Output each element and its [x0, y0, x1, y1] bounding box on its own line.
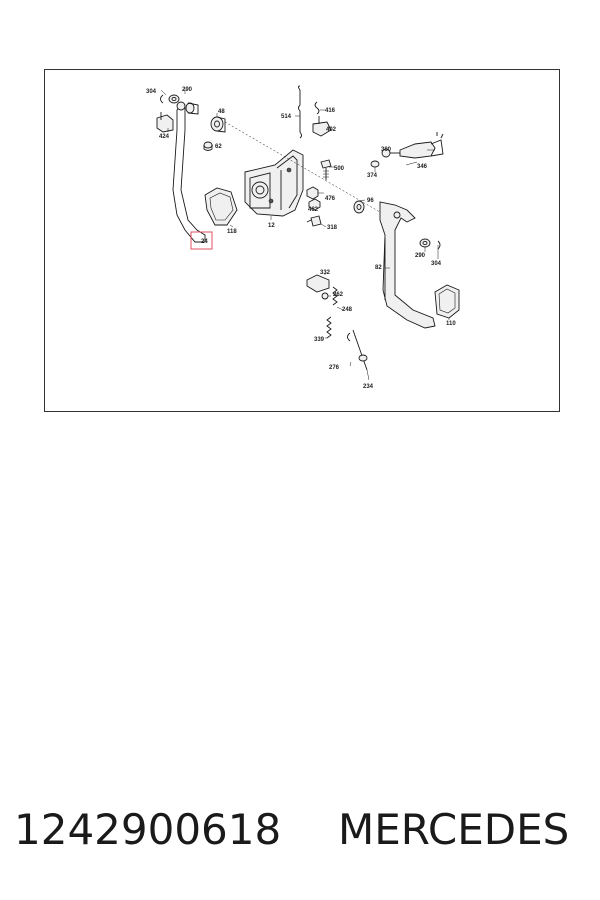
callout-380: 380	[381, 147, 392, 153]
callout-82: 82	[375, 265, 382, 271]
callout-234: 234	[363, 384, 374, 390]
callout-290-right: 290	[415, 253, 426, 259]
brand-name: MERCEDES	[338, 805, 570, 854]
part-number: 1242900618	[14, 805, 282, 854]
pedal-pad-110	[434, 284, 460, 319]
callout-339: 339	[314, 337, 325, 343]
return-spring-514	[298, 85, 302, 139]
pedal-arm-left	[172, 101, 206, 243]
pedal-arm-right	[379, 201, 436, 329]
pedal-bracket-housing	[244, 149, 304, 217]
callout-62: 62	[215, 144, 222, 150]
callout-24: 24	[201, 239, 208, 245]
pedal-pad-118	[204, 187, 238, 226]
callout-416: 416	[325, 108, 336, 114]
clip-318	[306, 215, 322, 227]
spring-248	[332, 286, 338, 306]
pushrod-234	[347, 329, 368, 371]
product-caption: 1242900618 MERCEDES	[0, 800, 600, 860]
bolt-500	[320, 159, 332, 180]
bracket-332-262	[306, 274, 330, 300]
bushing-right	[419, 238, 441, 250]
callout-374: 374	[367, 173, 378, 179]
callout-402: 402	[326, 127, 337, 133]
callout-96: 96	[367, 198, 374, 204]
bushing-48	[210, 116, 226, 133]
pedal-assembly-drawing: 304 290 48 424 62 514 416 402 380 346 37…	[146, 85, 460, 390]
callout-304-right: 304	[431, 261, 442, 267]
parts-diagram: 304 290 48 424 62 514 416 402 380 346 37…	[44, 69, 560, 412]
callout-424: 424	[159, 134, 170, 140]
bushing-top-left	[160, 94, 199, 115]
callout-500: 500	[334, 166, 345, 172]
callout-48: 48	[218, 109, 225, 115]
nuts-476-462	[306, 186, 321, 211]
callout-318: 318	[327, 225, 338, 231]
stop-light-switch	[370, 132, 444, 168]
switch-416-402	[312, 101, 332, 137]
callout-118: 118	[227, 229, 237, 235]
sleeve-62	[203, 141, 213, 151]
bushing-96	[353, 200, 365, 214]
callout-262: 262	[333, 292, 344, 298]
callout-290: 290	[182, 87, 193, 93]
callout-110: 110	[446, 321, 456, 327]
pedal-pad-highlighted[interactable]	[190, 231, 213, 250]
spring-339	[326, 316, 332, 339]
callout-12: 12	[268, 223, 275, 229]
callout-346: 346	[417, 164, 428, 170]
callout-276: 276	[329, 365, 340, 371]
callout-462: 462	[308, 207, 319, 213]
callout-476: 476	[325, 196, 336, 202]
callout-248: 248	[342, 307, 353, 313]
callout-514: 514	[281, 114, 292, 120]
callout-332: 332	[320, 270, 331, 276]
bracket-424	[156, 112, 174, 133]
callout-304: 304	[146, 89, 157, 95]
